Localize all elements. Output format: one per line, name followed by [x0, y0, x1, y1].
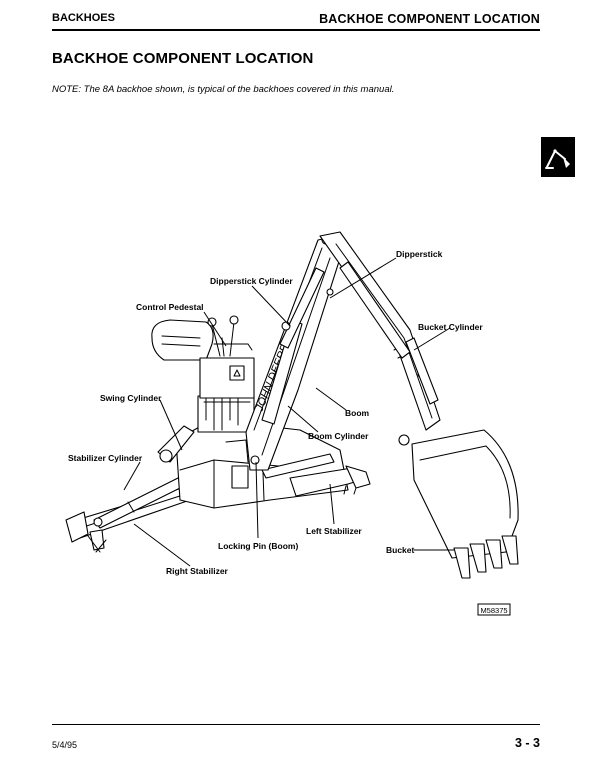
page-title: BACKHOE COMPONENT LOCATION [52, 50, 314, 67]
label-boom: Boom [345, 408, 370, 418]
header-title: BACKHOE COMPONENT LOCATION [319, 12, 540, 26]
figure-number-box [477, 603, 511, 616]
control-pedestal-drawing [199, 315, 255, 431]
bucket-cylinder-drawing [339, 261, 439, 405]
figure-number: M58375 [480, 606, 507, 615]
footer-date: 5/4/95 [52, 740, 78, 750]
right-stabilizer-drawing [65, 487, 191, 553]
label-stabilizer-cylinder: Stabilizer Cylinder [68, 453, 143, 463]
header-section-label: BACKHOES [52, 12, 115, 24]
label-dipperstick: Dipperstick [396, 249, 443, 259]
bucket-drawing [411, 429, 519, 579]
label-bucket: Bucket [386, 545, 415, 555]
page-number: 3 - 3 [514, 736, 540, 750]
label-boom-cylinder: Boom Cylinder [308, 431, 369, 441]
section-tab [541, 137, 575, 177]
label-right-stabilizer: Right Stabilizer [166, 566, 229, 576]
label-swing-cylinder: Swing Cylinder [100, 393, 162, 403]
leader-lines [123, 257, 454, 567]
backhoe-icon [545, 149, 570, 169]
locking-pin-drawing [225, 439, 260, 489]
label-left-stabilizer: Left Stabilizer [306, 526, 362, 536]
note-text: NOTE: The 8A backhoe shown, is typical o… [52, 84, 395, 95]
left-stabilizer-drawing [261, 453, 371, 497]
label-dipperstick-cylinder: Dipperstick Cylinder [210, 276, 293, 286]
label-locking-pin: Locking Pin (Boom) [218, 541, 298, 551]
seat-drawing [151, 319, 214, 361]
label-control-pedestal: Control Pedestal [136, 302, 204, 312]
label-bucket-cylinder: Bucket Cylinder [418, 322, 483, 332]
footer-divider [52, 724, 540, 725]
header-divider [52, 29, 540, 31]
